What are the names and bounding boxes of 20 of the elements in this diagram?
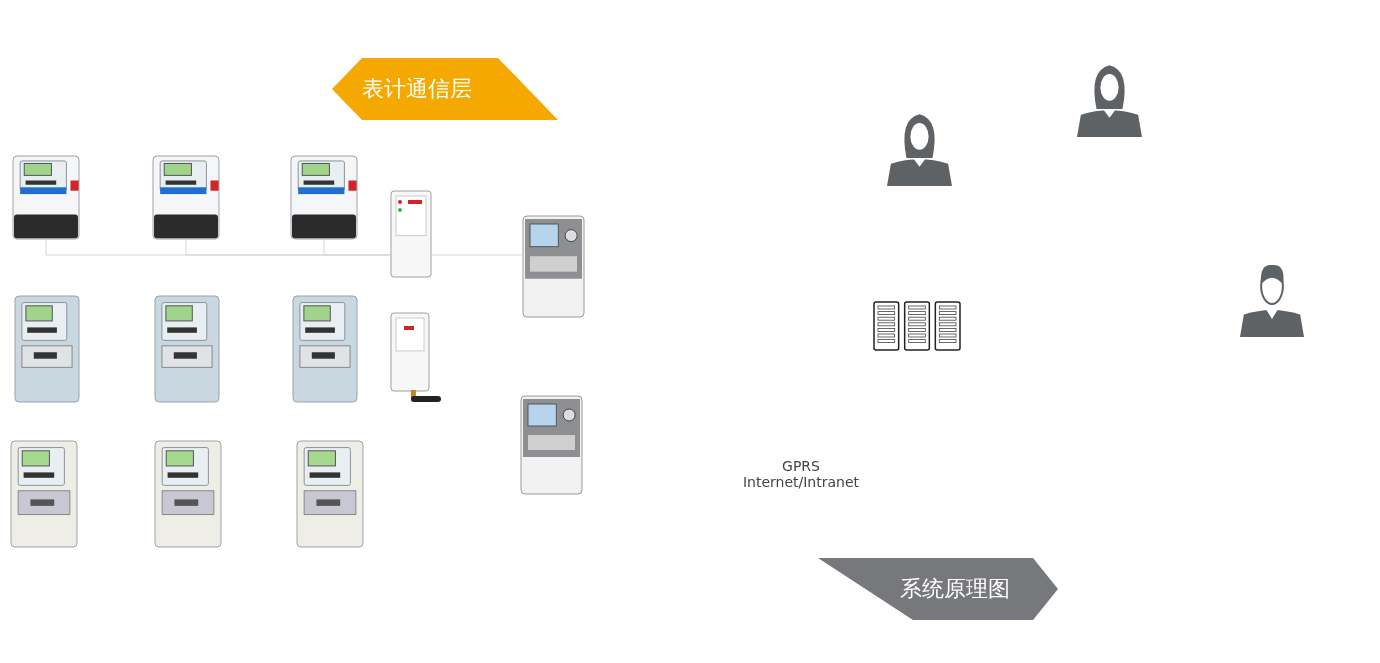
connection-line (323, 239, 391, 256)
electricity-meter-drawing (296, 440, 364, 548)
electricity-meter-drawing (152, 155, 220, 240)
network-label: GPRS Internet/Intranet (741, 458, 861, 490)
person-icon (1077, 63, 1142, 137)
electricity-meter-drawing (14, 295, 80, 403)
person-icon (1240, 262, 1304, 337)
person-icon (887, 112, 952, 186)
section-banner: 表计通信层 (332, 58, 558, 120)
electricity-meter-drawing (154, 440, 222, 548)
electricity-meter-drawing (154, 295, 220, 403)
electricity-meter-drawing (12, 155, 80, 240)
electricity-meter-drawing (290, 155, 358, 240)
electricity-meter-drawing (292, 295, 358, 403)
concentrator-drawing (522, 215, 585, 318)
electricity-meter-drawing (10, 440, 78, 548)
server-rack-icon (873, 301, 961, 351)
data-collector-drawing (390, 190, 432, 278)
concentrator-drawing (520, 395, 583, 495)
section-banner: 系统原理图 (818, 558, 1058, 620)
